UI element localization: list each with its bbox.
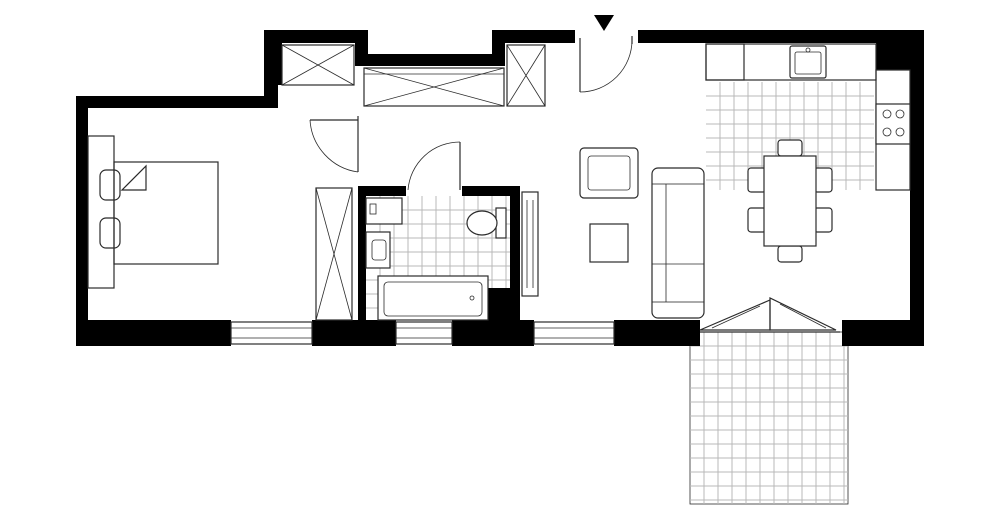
armchair-icon (579, 147, 639, 199)
kitchen-sink-icon (789, 45, 827, 79)
kitchen (705, 43, 911, 263)
bathtub-icon (377, 275, 489, 321)
coffee-table (589, 223, 629, 263)
bed-icon (87, 135, 219, 289)
windows (230, 321, 615, 345)
bedroom (87, 135, 219, 289)
entrance-arrow-icon (594, 15, 614, 31)
wardrobes (281, 44, 546, 321)
radiator (521, 191, 539, 297)
doors (309, 36, 840, 333)
balcony-tile-floor (689, 331, 849, 505)
living-room (579, 147, 705, 319)
bathroom (365, 191, 539, 321)
stove-icon (875, 103, 911, 145)
toilet-icon (466, 207, 507, 239)
sofa-icon (651, 167, 705, 319)
kitchen-counter (705, 43, 877, 81)
dining-table-icon (747, 139, 833, 263)
washing-machine-icon (365, 197, 403, 225)
sink-icon (365, 231, 391, 269)
walls (76, 30, 924, 346)
